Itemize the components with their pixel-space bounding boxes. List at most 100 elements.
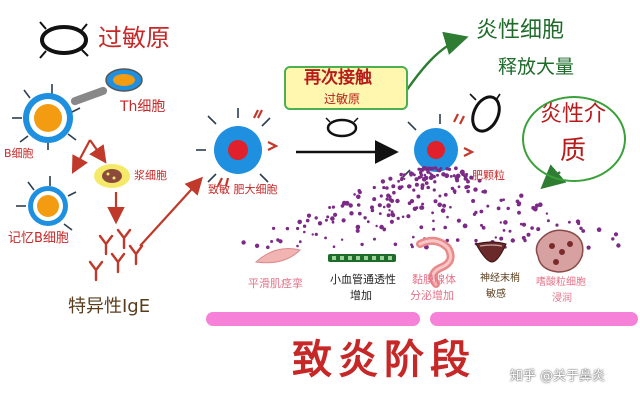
granule-dot xyxy=(392,190,396,195)
granule-dot xyxy=(324,236,327,240)
granule-dot xyxy=(389,219,394,224)
granule-dot xyxy=(412,188,416,192)
granule-dot xyxy=(452,174,456,178)
granule-dot xyxy=(469,175,474,180)
granule-dot xyxy=(432,188,436,192)
granule-dot xyxy=(534,203,540,208)
label-inflammatory-cells-2: 释放大量 xyxy=(498,56,575,78)
granule-dot xyxy=(356,203,361,207)
label-reexposure-2: 过敏原 xyxy=(324,92,361,106)
label-plasma-cell: 浆细胞 xyxy=(134,169,167,182)
granule-dot xyxy=(616,243,621,248)
stage-bar-right xyxy=(430,312,638,326)
granule-dot xyxy=(401,215,405,219)
granule-dot xyxy=(515,199,520,204)
granule-dot xyxy=(472,212,477,216)
granule-dot xyxy=(386,213,391,217)
memory-b-cell-icon xyxy=(16,176,77,231)
granule-dot xyxy=(611,237,615,241)
granule-dot xyxy=(400,176,404,180)
granule-dot xyxy=(278,239,283,244)
granule-dot xyxy=(332,245,336,248)
mast-cell-icon xyxy=(401,113,475,181)
granule-dot xyxy=(408,184,412,188)
granule-dot xyxy=(519,222,523,226)
granule-dot xyxy=(430,166,435,171)
label-mucus-2: 分泌增加 xyxy=(410,289,454,302)
label-mediator-1: 炎性介 xyxy=(540,102,607,127)
watermark: 知乎 @关于鼻炎 xyxy=(510,369,606,384)
granule-dot xyxy=(353,193,356,196)
granule-dot xyxy=(370,208,375,213)
plasma-cell-icon xyxy=(94,164,130,188)
granule-dot xyxy=(586,245,591,250)
granule-dot xyxy=(503,220,508,225)
label-vascular-1: 小血管通透性 xyxy=(330,273,396,286)
label-mucus-1: 黏膜腺体 xyxy=(412,273,456,286)
granule-dot xyxy=(480,223,483,227)
granule-dot xyxy=(433,166,438,170)
granule-dot xyxy=(317,221,323,226)
granule-dot xyxy=(426,170,430,174)
granule-dot xyxy=(464,174,468,178)
granule-dot xyxy=(429,172,432,175)
granule-dot xyxy=(432,219,435,223)
granule-dot xyxy=(414,177,419,182)
label-smooth-muscle: 平滑肌痉挛 xyxy=(248,277,303,290)
granule-dot xyxy=(555,223,559,227)
granule-dot xyxy=(403,177,406,181)
granule-dot xyxy=(481,225,486,230)
granule-dot xyxy=(519,193,524,198)
granule-dot xyxy=(272,226,276,230)
label-allergen: 过敏原 xyxy=(98,24,170,52)
granule-dot xyxy=(455,173,461,179)
granule-dot xyxy=(448,168,451,171)
granule-dot xyxy=(517,210,521,215)
granule-dot xyxy=(502,198,506,201)
granule-dot xyxy=(410,243,413,247)
granule-dot xyxy=(241,240,246,245)
ige-antibody-icon xyxy=(88,228,144,282)
granule-dot xyxy=(390,212,395,217)
granule-dot xyxy=(451,187,455,190)
granule-dot xyxy=(442,203,447,208)
granule-dot xyxy=(466,179,470,184)
granule-dot xyxy=(355,228,360,233)
label-memory-b-cell: 记忆B细胞 xyxy=(8,231,69,246)
granule-dot xyxy=(613,232,619,237)
granule-dot xyxy=(382,205,386,209)
mast-cell-icon xyxy=(196,108,279,187)
allergen-icon xyxy=(325,117,359,138)
eosinophil-icon xyxy=(535,229,584,273)
label-specific-ige: 特异性IgE xyxy=(68,296,151,317)
granule-dot xyxy=(302,224,307,228)
stage-bar-left xyxy=(206,312,420,326)
granule-dot xyxy=(581,229,586,233)
granule-dot xyxy=(298,240,302,244)
granule-dot xyxy=(395,198,400,204)
granule-dot xyxy=(449,175,453,178)
granule-dot xyxy=(420,184,423,188)
granule-dot xyxy=(457,185,461,189)
granule-dot xyxy=(536,227,541,232)
granule-dot xyxy=(414,182,419,187)
granule-dot xyxy=(360,242,364,247)
granule-dot xyxy=(466,189,470,194)
granule-dot xyxy=(521,222,527,227)
granule-dot xyxy=(357,189,361,193)
granule-dot xyxy=(388,197,393,202)
granule-dot xyxy=(440,208,446,213)
allergen-icon xyxy=(469,93,501,133)
granule-dot xyxy=(379,194,383,198)
granule-dot xyxy=(568,220,571,224)
granule-dot xyxy=(285,226,290,231)
granule-dot xyxy=(452,189,457,194)
granule-dot xyxy=(473,187,478,192)
granule-dot xyxy=(348,203,353,208)
flow-arrows-red xyxy=(71,139,203,247)
granule-dot xyxy=(437,168,442,173)
granule-dot xyxy=(377,203,382,208)
granule-dot xyxy=(305,218,310,223)
granule-dot xyxy=(421,177,427,182)
granule-dot xyxy=(502,229,506,232)
